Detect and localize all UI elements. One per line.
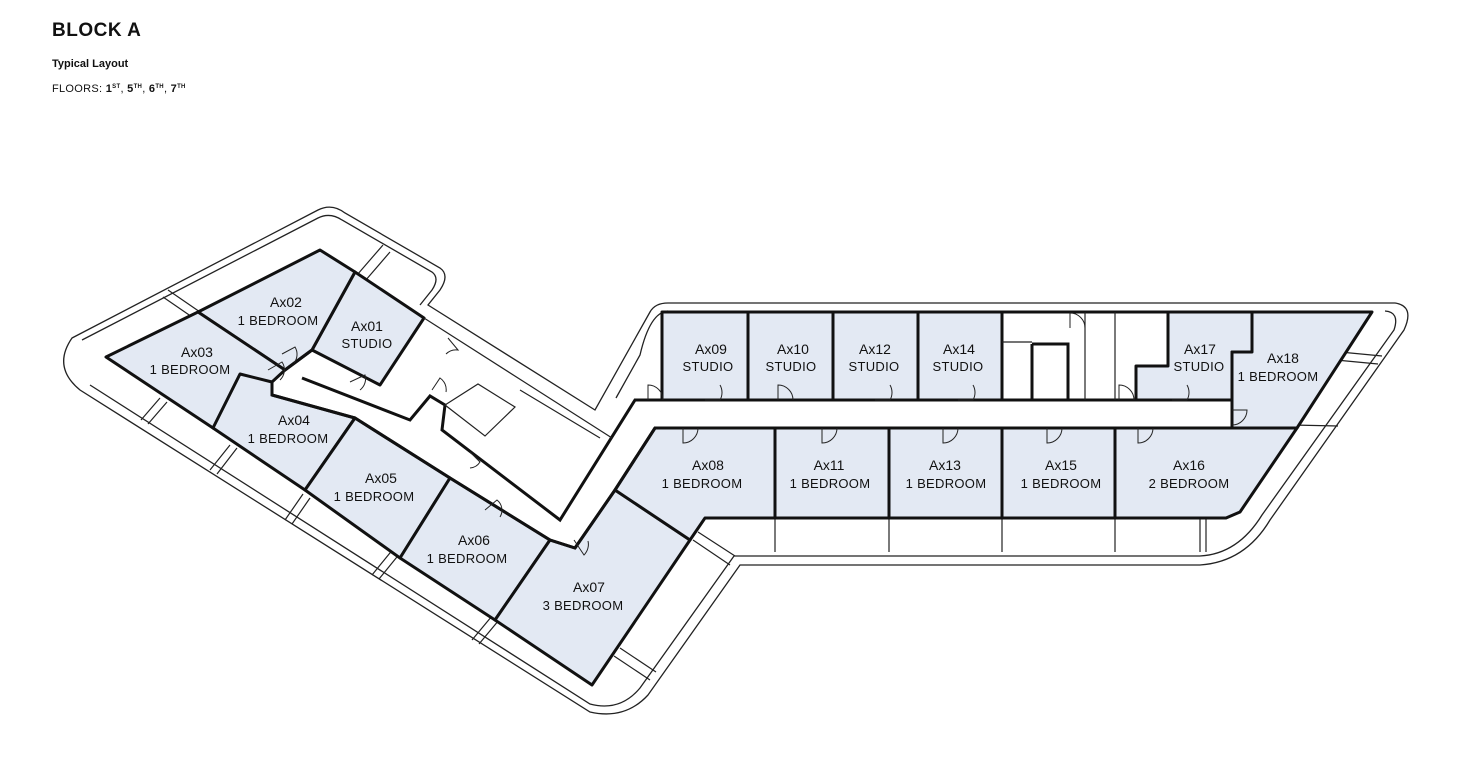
unit-ax06[interactable]: Ax06 1 BEDROOM bbox=[427, 532, 508, 566]
door-icon bbox=[1231, 409, 1248, 426]
unit-type: 1 BEDROOM bbox=[150, 362, 231, 377]
floor-5: 5TH bbox=[127, 83, 143, 95]
unit-type: 1 BEDROOM bbox=[238, 313, 319, 328]
unit-code: Ax05 bbox=[365, 470, 397, 486]
unit-code: Ax09 bbox=[695, 341, 727, 357]
floor-7: 7TH bbox=[170, 83, 186, 95]
door-icon bbox=[349, 374, 366, 391]
unit-area-ax13[interactable] bbox=[887, 426, 1004, 520]
unit-type: STUDIO bbox=[683, 359, 734, 374]
unit-code: Ax06 bbox=[458, 532, 490, 548]
unit-area-ax15[interactable] bbox=[1000, 426, 1117, 520]
floor-1: 1ST bbox=[105, 83, 121, 95]
unit-type: 1 BEDROOM bbox=[427, 551, 508, 566]
unit-code: Ax03 bbox=[181, 344, 213, 360]
unit-area-ax11[interactable] bbox=[773, 426, 891, 520]
unit-ax09[interactable]: Ax09 STUDIO bbox=[683, 341, 734, 374]
unit-type: 1 BEDROOM bbox=[662, 476, 743, 491]
door-icon bbox=[431, 377, 447, 393]
unit-ax02[interactable]: Ax02 1 BEDROOM bbox=[238, 294, 319, 328]
floor-6: 6TH bbox=[148, 83, 164, 95]
unit-ax13[interactable]: Ax13 1 BEDROOM bbox=[906, 457, 987, 491]
door-icon bbox=[1069, 312, 1086, 329]
unit-type: STUDIO bbox=[849, 359, 900, 374]
unit-ax16[interactable]: Ax16 2 BEDROOM bbox=[1149, 457, 1230, 491]
unit-type: 1 BEDROOM bbox=[334, 489, 415, 504]
door-icon bbox=[875, 384, 893, 401]
door-icon bbox=[1046, 427, 1063, 444]
unit-type: 1 BEDROOM bbox=[1238, 369, 1319, 384]
unit-type: STUDIO bbox=[933, 359, 984, 374]
unit-ax18[interactable]: Ax18 1 BEDROOM bbox=[1238, 350, 1319, 384]
unit-type: 2 BEDROOM bbox=[1149, 476, 1230, 491]
unit-ax08[interactable]: Ax08 1 BEDROOM bbox=[662, 457, 743, 491]
unit-ax17[interactable]: Ax17 STUDIO bbox=[1174, 341, 1225, 374]
unit-ax01[interactable]: Ax01 STUDIO bbox=[342, 318, 393, 351]
block-title: BLOCK A bbox=[52, 20, 142, 41]
unit-code: Ax16 bbox=[1173, 457, 1205, 473]
header: BLOCK A Typical Layout FLOORS: 1ST, 5TH,… bbox=[52, 20, 186, 95]
unit-type: 1 BEDROOM bbox=[906, 476, 987, 491]
unit-ax11[interactable]: Ax11 1 BEDROOM bbox=[790, 457, 871, 491]
unit-type: 1 BEDROOM bbox=[248, 431, 329, 446]
unit-code: Ax15 bbox=[1045, 457, 1077, 473]
door-icon bbox=[484, 499, 503, 518]
door-icon bbox=[469, 451, 481, 469]
door-swings bbox=[267, 312, 1248, 556]
unit-code: Ax02 bbox=[270, 294, 302, 310]
units bbox=[104, 248, 1374, 687]
floors-label: FLOORS: bbox=[52, 83, 103, 95]
unit-code: Ax17 bbox=[1184, 341, 1216, 357]
unit-labels: Ax01 STUDIO Ax02 1 BEDROOM Ax03 1 BEDROO… bbox=[150, 294, 1319, 613]
door-icon bbox=[821, 427, 838, 444]
layout-subtitle: Typical Layout bbox=[52, 58, 129, 70]
unit-ax12[interactable]: Ax12 STUDIO bbox=[849, 341, 900, 374]
unit-ax07[interactable]: Ax07 3 BEDROOM bbox=[543, 579, 624, 613]
unit-code: Ax18 bbox=[1267, 350, 1299, 366]
unit-code: Ax01 bbox=[351, 318, 383, 334]
door-icon bbox=[1172, 384, 1190, 401]
unit-code: Ax14 bbox=[943, 341, 975, 357]
unit-type: 1 BEDROOM bbox=[1021, 476, 1102, 491]
door-icon bbox=[705, 384, 723, 401]
door-icon bbox=[267, 361, 285, 381]
unit-type: STUDIO bbox=[342, 336, 393, 351]
door-icon bbox=[682, 427, 699, 444]
unit-code: Ax11 bbox=[814, 457, 845, 473]
unit-ax14[interactable]: Ax14 STUDIO bbox=[933, 341, 984, 374]
unit-ax10[interactable]: Ax10 STUDIO bbox=[766, 341, 817, 374]
unit-type: 1 BEDROOM bbox=[790, 476, 871, 491]
unit-code: Ax10 bbox=[777, 341, 809, 357]
door-icon bbox=[281, 346, 298, 364]
door-icon bbox=[573, 539, 589, 556]
unit-code: Ax12 bbox=[859, 341, 891, 357]
unit-ax05[interactable]: Ax05 1 BEDROOM bbox=[334, 470, 415, 504]
unit-code: Ax08 bbox=[692, 457, 724, 473]
door-icon bbox=[1118, 384, 1135, 401]
unit-ax03[interactable]: Ax03 1 BEDROOM bbox=[150, 344, 231, 377]
unit-code: Ax04 bbox=[278, 412, 310, 428]
door-icon bbox=[1137, 427, 1154, 444]
unit-type: 3 BEDROOM bbox=[543, 598, 624, 613]
unit-ax15[interactable]: Ax15 1 BEDROOM bbox=[1021, 457, 1102, 491]
floors-line: FLOORS: 1ST, 5TH, 6TH, 7TH bbox=[52, 83, 186, 95]
unit-type: STUDIO bbox=[1174, 359, 1225, 374]
corridor-walls bbox=[270, 310, 1232, 550]
unit-code: Ax13 bbox=[929, 457, 961, 473]
door-icon bbox=[647, 384, 664, 401]
unit-ax04[interactable]: Ax04 1 BEDROOM bbox=[248, 412, 329, 446]
unit-type: STUDIO bbox=[766, 359, 817, 374]
door-icon bbox=[942, 427, 959, 444]
door-icon bbox=[445, 337, 460, 355]
unit-code: Ax07 bbox=[573, 579, 605, 595]
door-icon bbox=[958, 384, 976, 401]
door-icon bbox=[777, 384, 794, 401]
